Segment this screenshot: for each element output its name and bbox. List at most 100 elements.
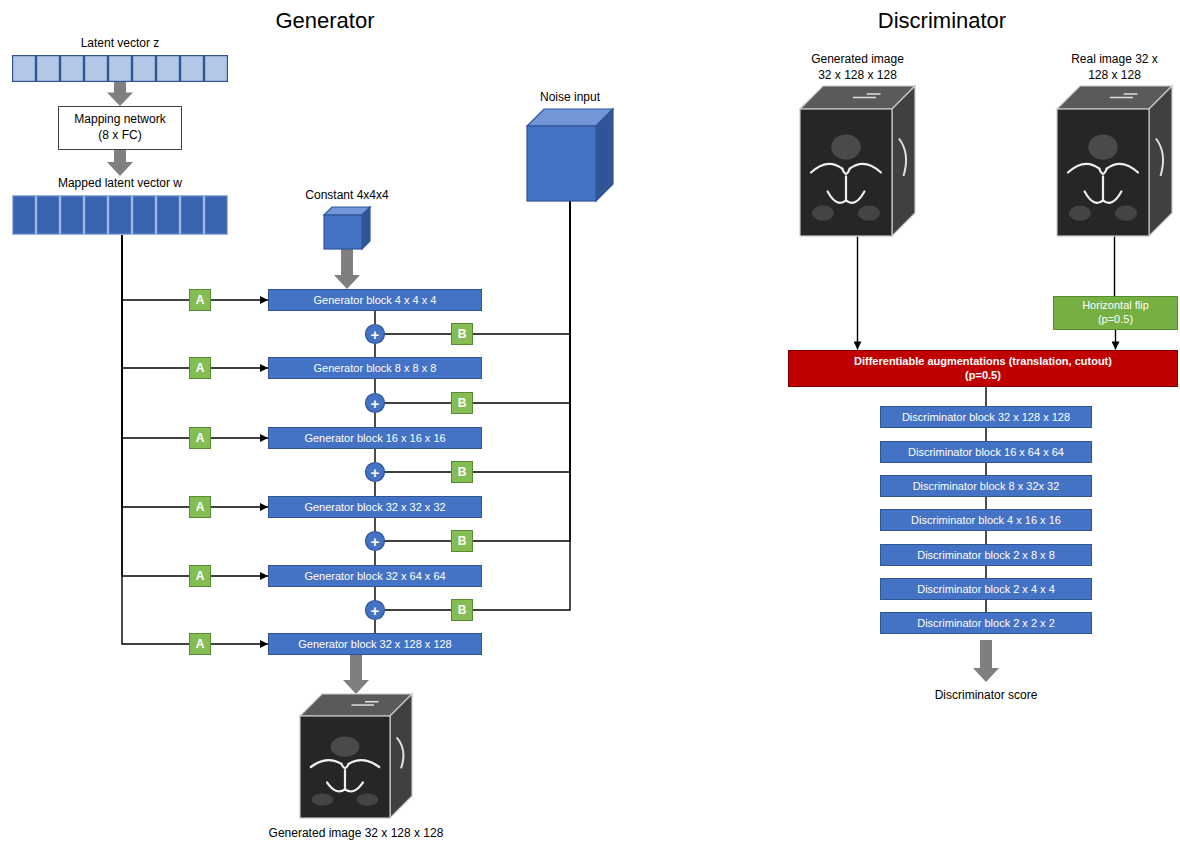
generator-block: Generator block 32 x 64 x 64 bbox=[268, 565, 482, 587]
connector bbox=[211, 437, 268, 438]
connector bbox=[985, 387, 986, 407]
connector bbox=[122, 235, 189, 300]
node-text: Discriminator block 2 x 2 x 2 bbox=[917, 617, 1055, 629]
volume-cube: Generated image 32 x 128 x 128 bbox=[256, 694, 456, 842]
connector bbox=[374, 482, 375, 496]
connector bbox=[473, 201, 570, 403]
cube-outline bbox=[324, 207, 370, 249]
augment-box: Differentiable augmentations (translatio… bbox=[788, 350, 1178, 387]
connector bbox=[985, 428, 986, 441]
generator-block: Generator block 16 x 16 x 16 bbox=[268, 427, 482, 449]
cube-outline bbox=[300, 694, 412, 818]
generator-block: Generator block 4 x 4 x 4 bbox=[268, 289, 482, 311]
discriminator-block: Discriminator block 16 x 64 x 64 bbox=[880, 441, 1092, 463]
node-text: Horizontal flip (p=0.5) bbox=[1068, 299, 1163, 327]
node-text: B bbox=[458, 603, 467, 617]
node-text: A bbox=[196, 361, 205, 375]
style-box: A bbox=[189, 427, 211, 449]
connector bbox=[343, 655, 369, 694]
connector bbox=[374, 449, 375, 462]
connector bbox=[385, 540, 451, 541]
ct-image bbox=[311, 736, 379, 805]
connector bbox=[211, 643, 268, 644]
connector bbox=[385, 609, 451, 610]
connector bbox=[985, 497, 986, 509]
discriminator-block: Discriminator block 4 x 16 x 16 bbox=[880, 509, 1092, 531]
connector bbox=[334, 249, 360, 289]
connector bbox=[1114, 236, 1115, 296]
connector bbox=[374, 518, 375, 531]
noise-box: B bbox=[451, 530, 473, 552]
node-text: Real image 32 x 128 x 128 bbox=[1062, 52, 1167, 83]
network-box: Mapping network (8 x FC) bbox=[58, 106, 182, 150]
vector-cell bbox=[109, 55, 132, 81]
style-box: A bbox=[189, 565, 211, 587]
connector bbox=[122, 235, 189, 438]
connector bbox=[122, 235, 189, 368]
node-text: + bbox=[371, 465, 380, 480]
discriminator-block: Discriminator block 8 x 32x 32 bbox=[880, 475, 1092, 497]
volume-cube: Noise input bbox=[522, 90, 618, 201]
style-box: A bbox=[189, 289, 211, 311]
connector bbox=[385, 471, 451, 472]
connector bbox=[985, 463, 986, 475]
connector bbox=[374, 551, 375, 565]
output-label: Discriminator score bbox=[935, 688, 1038, 702]
vector-cell bbox=[109, 195, 132, 234]
connector bbox=[473, 201, 570, 472]
node-text: Generated image 32 x 128 x 128 bbox=[269, 826, 444, 842]
connector bbox=[385, 333, 451, 334]
vector-cell bbox=[157, 195, 180, 234]
connector bbox=[374, 344, 375, 357]
cube-outline bbox=[527, 109, 613, 201]
volume-cube: Generated image 32 x 128 x 128 bbox=[800, 52, 915, 236]
node-text: Mapping network (8 x FC) bbox=[71, 112, 169, 143]
style-box: A bbox=[189, 496, 211, 518]
node-text: Generated image 32 x 128 x 128 bbox=[805, 52, 910, 83]
node-text: B bbox=[458, 327, 467, 341]
node-text: B bbox=[458, 465, 467, 479]
add-circle: + bbox=[365, 600, 385, 620]
section-title: Discriminator bbox=[878, 8, 1006, 34]
discriminator-block: Discriminator block 2 x 8 x 8 bbox=[880, 544, 1092, 566]
vector-cell bbox=[181, 195, 204, 234]
node-text: A bbox=[196, 500, 205, 514]
generator-block: Generator block 32 x 128 x 128 bbox=[268, 633, 482, 655]
node-text: A bbox=[196, 637, 205, 651]
connector bbox=[473, 201, 570, 334]
discriminator-block: Discriminator block 2 x 2 x 2 bbox=[880, 612, 1092, 634]
vector-bar: Latent vector z bbox=[12, 36, 228, 82]
add-circle: + bbox=[365, 324, 385, 344]
connector bbox=[374, 413, 375, 427]
node-text: A bbox=[196, 431, 205, 445]
node-text: + bbox=[371, 396, 380, 411]
connector bbox=[211, 299, 268, 300]
noise-box: B bbox=[451, 323, 473, 345]
vector-cell bbox=[37, 195, 60, 234]
noise-box: B bbox=[451, 599, 473, 621]
noise-box: B bbox=[451, 461, 473, 483]
vector-cells bbox=[12, 195, 228, 235]
vector-cell bbox=[85, 195, 108, 234]
noise-box: B bbox=[451, 392, 473, 414]
node-text: Generator block 32 x 128 x 128 bbox=[298, 638, 451, 650]
discriminator-block: Discriminator block 32 x 128 x 128 bbox=[880, 406, 1092, 428]
style-box: A bbox=[189, 633, 211, 655]
connector bbox=[857, 236, 858, 349]
style-box: A bbox=[189, 357, 211, 379]
cube-shape bbox=[324, 207, 370, 249]
vector-cell bbox=[61, 55, 84, 81]
cube-shape bbox=[800, 86, 915, 236]
node-text: Generator block 32 x 64 x 64 bbox=[304, 570, 445, 582]
ct-image bbox=[811, 135, 881, 221]
node-text: B bbox=[458, 396, 467, 410]
node-text: Latent vector z bbox=[81, 36, 160, 52]
add-circle: + bbox=[365, 531, 385, 551]
node-text: Differentiable augmentations (translatio… bbox=[845, 354, 1121, 383]
connector bbox=[1115, 330, 1116, 350]
ct-image bbox=[1068, 135, 1138, 221]
node-text: A bbox=[196, 293, 205, 307]
connector bbox=[985, 531, 986, 544]
vector-cell bbox=[37, 55, 60, 81]
cube-shape bbox=[300, 694, 412, 818]
